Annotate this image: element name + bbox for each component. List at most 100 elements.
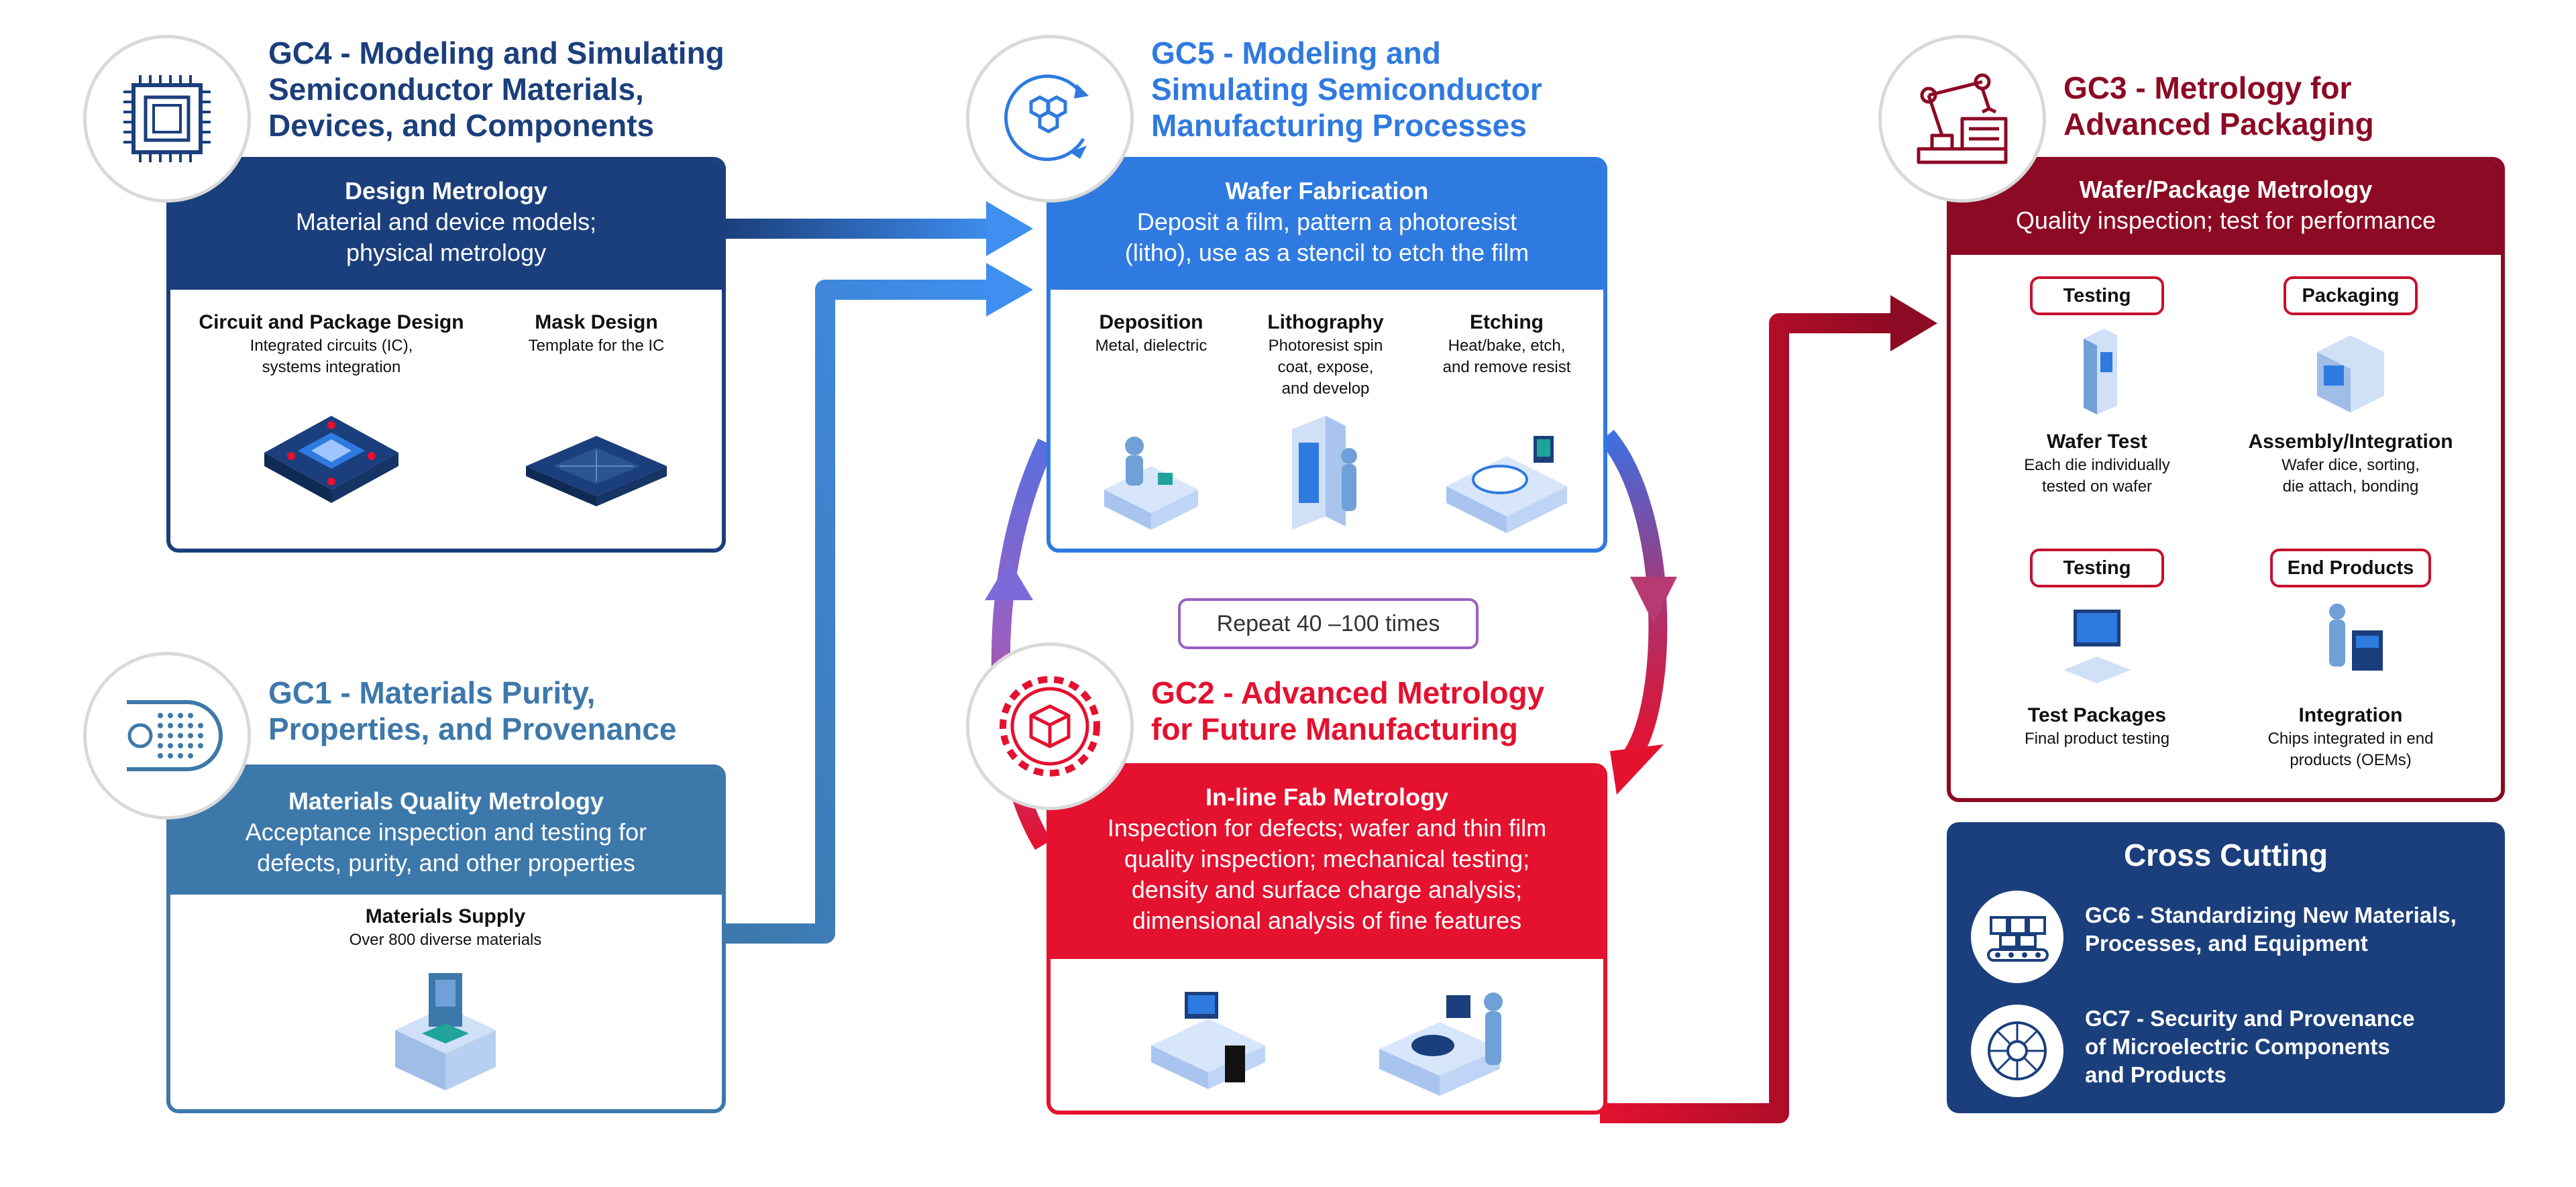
gc5-item-desc: Metal, dielectric xyxy=(1095,337,1208,355)
gc3-pill-end-products: End Products xyxy=(2270,549,2431,587)
gc2-head-title: In-line Fab Metrology xyxy=(1205,783,1448,811)
gc3-panel: Wafer/Package Metrology Quality inspecti… xyxy=(1947,157,2505,802)
gc1-item-materials-supply: Materials Supply Over 800 diverse materi… xyxy=(251,904,640,951)
wafer-tester-icon xyxy=(2084,329,2117,414)
gc1-title: GC1 - Materials Purity, Properties, and … xyxy=(268,675,676,747)
gc5-icon-circle xyxy=(966,35,1134,203)
gc5-head-title: Wafer Fabrication xyxy=(1225,177,1429,205)
gc4-item-desc: systems integration xyxy=(262,358,401,376)
process-cycle-icon xyxy=(1004,74,1089,162)
gc1-head-sub-1: Acceptance inspection and testing for xyxy=(245,818,647,846)
gc5-head-sub-2: (litho), use as a stencil to etch the fi… xyxy=(1124,239,1529,266)
gc4-head-sub-1: Material and device models; xyxy=(295,208,597,235)
gc4-panel: Design Metrology Material and device mod… xyxy=(166,157,726,553)
gc4-item-title: Mask Design xyxy=(535,311,658,333)
gc1-panel: Materials Quality Metrology Acceptance i… xyxy=(166,765,726,1113)
gc3-item-desc: tested on wafer xyxy=(2041,477,2153,496)
gc5-item-title: Deposition xyxy=(1099,311,1203,333)
arrow-gc1-to-gc5 xyxy=(726,263,1033,944)
gc4-icon-circle xyxy=(83,35,251,203)
metrology-tool-icon xyxy=(1379,993,1503,1096)
gc3-panel-header: Wafer/Package Metrology Quality inspecti… xyxy=(1951,161,2501,255)
materials-icon xyxy=(127,700,223,771)
gc1-panel-header: Materials Quality Metrology Acceptance i… xyxy=(170,769,722,895)
gc5-item-lithography: Lithography Photoresist spin coat, expos… xyxy=(1238,310,1413,400)
gc3-title-line: GC3 - Metrology for xyxy=(2063,70,2352,105)
gc4-item-desc: Integrated circuits (IC), xyxy=(250,337,413,355)
gc4-title-line: Devices, and Components xyxy=(268,108,655,143)
gc5-item-desc: Photoresist spin xyxy=(1268,337,1383,355)
gc5-panel-header: Wafer Fabrication Deposit a film, patter… xyxy=(1051,161,1603,290)
gc5-title-line: Simulating Semiconductor xyxy=(1151,72,1542,107)
gc2-icon-circle xyxy=(966,642,1134,810)
gc3-pill-packaging: Packaging xyxy=(2284,276,2418,315)
cross-item-gc6-line: Processes, and Equipment xyxy=(2085,931,2368,956)
gc5-item-desc: coat, expose, xyxy=(1277,358,1374,376)
inspection-desk-icon xyxy=(1151,992,1265,1089)
materials-machine-icon xyxy=(395,973,496,1090)
gc5-item-title: Etching xyxy=(1470,311,1544,333)
gc3-icon-circle xyxy=(1878,35,2046,203)
gc3-item-integration: Integration Chips integrated in end prod… xyxy=(2219,703,2482,771)
secure-chip-icon xyxy=(1988,1021,2047,1080)
gc3-item-desc: Chips integrated in end xyxy=(2267,730,2434,748)
gc5-item-desc: Heat/bake, etch, xyxy=(1448,337,1566,355)
conveyor-icon xyxy=(1987,916,2049,962)
gc2-panel: In-line Fab Metrology Inspection for def… xyxy=(1046,763,1607,1115)
gc4-head-sub-2: physical metrology xyxy=(345,239,547,266)
cross-item-gc6-icon-circle xyxy=(1971,891,2063,983)
integration-worker-icon xyxy=(2329,604,2383,671)
gc3-title: GC3 - Metrology for Advanced Packaging xyxy=(2063,70,2374,142)
mask-chip-icon xyxy=(526,436,667,506)
gc1-title-line: GC1 - Materials Purity, xyxy=(268,675,596,710)
gc2-title: GC2 - Advanced Metrology for Future Manu… xyxy=(1151,675,1544,747)
gc3-item-assembly: Assembly/Integration Wafer dice, sorting… xyxy=(2219,429,2482,498)
gc5-title: GC5 - Modeling and Simulating Semiconduc… xyxy=(1151,35,1542,144)
gc3-title-line: Advanced Packaging xyxy=(2063,107,2374,142)
cross-item-gc7-line: and Products xyxy=(2085,1062,2226,1087)
gc4-title: GC4 - Modeling and Simulating Semiconduc… xyxy=(268,35,724,144)
gc4-item-mask-design: Mask Design Template for the IC xyxy=(486,310,707,357)
gc3-pill-testing-1: Testing xyxy=(2030,276,2164,315)
gc2-panel-header: In-line Fab Metrology Inspection for def… xyxy=(1051,767,1603,959)
gc3-item-desc: Final product testing xyxy=(2024,730,2170,748)
circuit-board-icon xyxy=(264,416,398,503)
gc5-item-desc: and develop xyxy=(1281,380,1370,398)
robot-arm-icon xyxy=(1917,73,2008,164)
gc5-item-etching: Etching Heat/bake, etch, and remove resi… xyxy=(1416,310,1597,378)
gc5-title-line: Manufacturing Processes xyxy=(1151,108,1527,143)
etching-machine-icon xyxy=(1446,436,1567,533)
gc1-icon-circle xyxy=(83,652,251,819)
gc3-item-title: Test Packages xyxy=(2027,704,2167,726)
gc2-head-sub-2: quality inspection; mechanical testing; xyxy=(1124,845,1530,872)
gc3-item-desc: die attach, bonding xyxy=(2282,477,2419,496)
cross-cutting-panel: Cross Cutting GC6 - Standardizing New Ma… xyxy=(1947,822,2505,1113)
gc3-item-test-packages: Test Packages Final product testing xyxy=(1964,703,2230,750)
gc2-head-sub-4: dimensional analysis of fine features xyxy=(1132,907,1522,934)
gc5-panel: Wafer Fabrication Deposit a film, patter… xyxy=(1046,157,1607,553)
gc3-item-title: Wafer Test xyxy=(2046,431,2148,453)
gc5-item-deposition: Deposition Metal, dielectric xyxy=(1064,310,1238,357)
gc4-title-line: GC4 - Modeling and Simulating xyxy=(268,36,724,70)
arrow-gc4-to-gc5 xyxy=(726,201,1033,256)
gc5-head-sub-1: Deposit a film, pattern a photoresist xyxy=(1136,208,1517,235)
gc1-item-desc: Over 800 diverse materials xyxy=(349,931,542,949)
gc3-item-desc: Wafer dice, sorting, xyxy=(2282,456,2420,474)
deposition-station-icon xyxy=(1104,437,1198,530)
gc3-head-title: Wafer/Package Metrology xyxy=(2079,176,2373,203)
lithography-cabinet-icon xyxy=(1292,416,1357,530)
gc5-title-line: GC5 - Modeling and xyxy=(1151,36,1441,70)
gc2-head-sub-1: Inspection for defects; wafer and thin f… xyxy=(1107,814,1547,842)
gc4-title-line: Semiconductor Materials, xyxy=(268,72,644,107)
gear-cube-icon xyxy=(1000,676,1100,777)
cross-cutting-title: Cross Cutting xyxy=(2123,838,2328,872)
gc2-title-line: for Future Manufacturing xyxy=(1151,712,1518,746)
gc3-item-desc: products (OEMs) xyxy=(2290,751,2412,769)
gc3-pill-testing-2: Testing xyxy=(2030,549,2164,587)
gc5-item-desc: and remove resist xyxy=(1442,358,1571,376)
cross-item-gc6-label: GC6 - Standardizing New Materials, Proce… xyxy=(2085,901,2457,958)
gc4-item-desc: Template for the IC xyxy=(528,337,665,355)
gc3-item-desc: Each die individually xyxy=(2024,456,2170,474)
gc1-title-line: Properties, and Provenance xyxy=(268,712,677,746)
